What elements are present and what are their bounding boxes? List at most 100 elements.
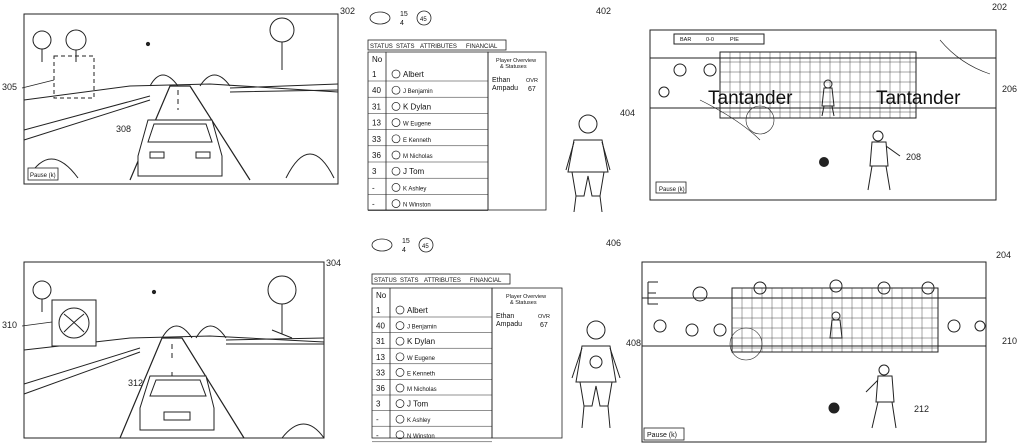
tab-status-bottom[interactable]: STATUS xyxy=(374,278,397,284)
panel-title-line2-top: & Statuses xyxy=(500,64,527,70)
ref-206: 206 xyxy=(1002,84,1017,94)
table-row-number: 13 xyxy=(372,119,381,128)
table-row-number: 31 xyxy=(372,102,381,111)
table-row-name[interactable]: J Tom xyxy=(407,400,429,409)
table-row-number: 36 xyxy=(372,151,381,160)
table-row-name[interactable]: M Nicholas xyxy=(403,154,433,160)
table-row-number: 40 xyxy=(372,86,381,95)
table-row-number: 33 xyxy=(372,135,381,144)
player-avatar-icon xyxy=(391,183,401,192)
player-avatar-icon xyxy=(395,414,405,424)
column-no-bottom: No xyxy=(376,291,387,300)
counter-badge-b: 45 xyxy=(422,244,429,250)
soccer-pause-label-top[interactable]: Pause (k) xyxy=(659,187,685,193)
ref-204: 204 xyxy=(996,250,1011,260)
soccer-screen-top xyxy=(649,29,997,201)
ovr-label-top: OVR xyxy=(526,78,538,84)
ref-208: 208 xyxy=(906,152,921,162)
tab-financial-top[interactable]: FINANCIAL xyxy=(466,44,498,50)
table-row-number: 1 xyxy=(372,70,377,79)
racing-screen-bottom xyxy=(23,261,325,439)
counter-top-value-b: 15 xyxy=(402,238,410,245)
player-avatar-icon xyxy=(391,69,401,79)
tab-stats-bottom[interactable]: STATS xyxy=(400,278,418,284)
player-last-bottom: Ampadu xyxy=(496,321,522,328)
sponsor-text-left: Tantander xyxy=(708,88,793,109)
table-row-name[interactable]: N Winston xyxy=(403,203,431,209)
panel-title-line2-bottom: & Statuses xyxy=(510,300,537,306)
player-avatar-icon xyxy=(395,336,405,346)
ref-312: 312 xyxy=(128,378,143,388)
tab-status-top[interactable]: STATUS xyxy=(370,44,393,50)
ovr-label-bottom: OVR xyxy=(538,314,550,320)
player-avatar-icon xyxy=(395,368,405,377)
ref-308: 308 xyxy=(116,124,131,134)
roster-screen-bottom: 15 4 45 STATUS STATS ATTRIBUTES FINANCIA… xyxy=(371,237,621,443)
tab-financial-bottom[interactable]: FINANCIAL xyxy=(470,278,502,284)
player-figure-bottom xyxy=(571,320,621,429)
ref-404: 404 xyxy=(620,108,635,118)
soccer-pause-label-bottom[interactable]: Pause (k) xyxy=(647,432,677,439)
tab-attributes-top[interactable]: ATTRIBUTES xyxy=(420,44,457,50)
table-row-number: 31 xyxy=(376,337,385,346)
player-first-bottom: Ethan xyxy=(496,313,514,320)
player-avatar-icon xyxy=(391,150,401,160)
racing-pause-label-top[interactable]: Pause (k) xyxy=(30,173,56,179)
ref-212: 212 xyxy=(914,404,929,414)
ref-406: 406 xyxy=(606,238,621,248)
table-row-number: 40 xyxy=(376,322,385,331)
table-row-name[interactable]: K Ashley xyxy=(403,186,426,192)
ovr-value-top: 67 xyxy=(528,86,536,93)
player-avatar-icon xyxy=(391,118,401,127)
roster-rows-top: 1 Albert 40 J Benjamin 31 K Dylan 13 W Eugene 33… xyxy=(368,69,488,211)
counter-bottom-value: 4 xyxy=(400,20,404,27)
ref-304: 304 xyxy=(326,258,341,268)
tab-attributes-bottom[interactable]: ATTRIBUTES xyxy=(424,278,461,284)
player-avatar-icon xyxy=(391,102,401,111)
table-row-number: - xyxy=(372,183,375,192)
table-row-name[interactable]: E Kenneth xyxy=(407,371,435,377)
table-row-name[interactable]: W Eugene xyxy=(407,356,436,362)
hud-item-bar: BAR xyxy=(680,37,691,43)
table-row-name[interactable]: M Nicholas xyxy=(407,387,437,393)
table-row-name[interactable]: K Dylan xyxy=(407,337,435,346)
hud-item-pie: PIE xyxy=(730,37,739,43)
player-avatar-icon xyxy=(395,321,405,330)
panel-title-line1-top: Player Overview xyxy=(496,58,536,64)
ref-310: 310 xyxy=(2,320,17,330)
ref-402: 402 xyxy=(596,6,611,16)
table-row-name[interactable]: N Winston xyxy=(407,434,435,440)
player-avatar-icon xyxy=(391,199,401,208)
table-row-name[interactable]: E Kenneth xyxy=(403,138,431,144)
table-row-name[interactable]: J Benjamin xyxy=(407,325,437,331)
counter-badge: 45 xyxy=(420,17,427,23)
table-row-name[interactable]: Albert xyxy=(403,70,425,79)
table-row-name[interactable]: J Benjamin xyxy=(403,89,433,95)
player-avatar-icon xyxy=(395,383,405,393)
panel-title-line1-bottom: Player Overview xyxy=(506,294,546,300)
player-avatar-icon xyxy=(391,134,401,144)
racing-screen-top xyxy=(23,13,339,185)
table-row-number: - xyxy=(372,200,375,209)
table-row-name[interactable]: Albert xyxy=(407,306,429,315)
ref-202: 202 xyxy=(992,2,1007,12)
soccer-screen-bottom xyxy=(641,261,987,443)
table-row-number: 3 xyxy=(376,400,381,409)
player-figure-top xyxy=(565,114,611,213)
table-row-number: 1 xyxy=(376,306,381,315)
ref-302: 302 xyxy=(340,6,355,16)
counter-bottom-value-b: 4 xyxy=(402,247,406,254)
counter-top-value: 15 xyxy=(400,11,408,18)
player-last-top: Ampadu xyxy=(492,85,518,92)
table-row-name[interactable]: K Dylan xyxy=(403,102,431,111)
hud-item-score: 0-0 xyxy=(706,37,714,43)
tab-stats-top[interactable]: STATS xyxy=(396,44,414,50)
table-row-name[interactable]: J Tom xyxy=(403,167,425,176)
column-no-top: No xyxy=(372,55,383,64)
player-avatar-icon xyxy=(395,399,405,408)
table-row-name[interactable]: W Eugene xyxy=(403,122,432,128)
table-row-name[interactable]: K Ashley xyxy=(407,418,430,424)
